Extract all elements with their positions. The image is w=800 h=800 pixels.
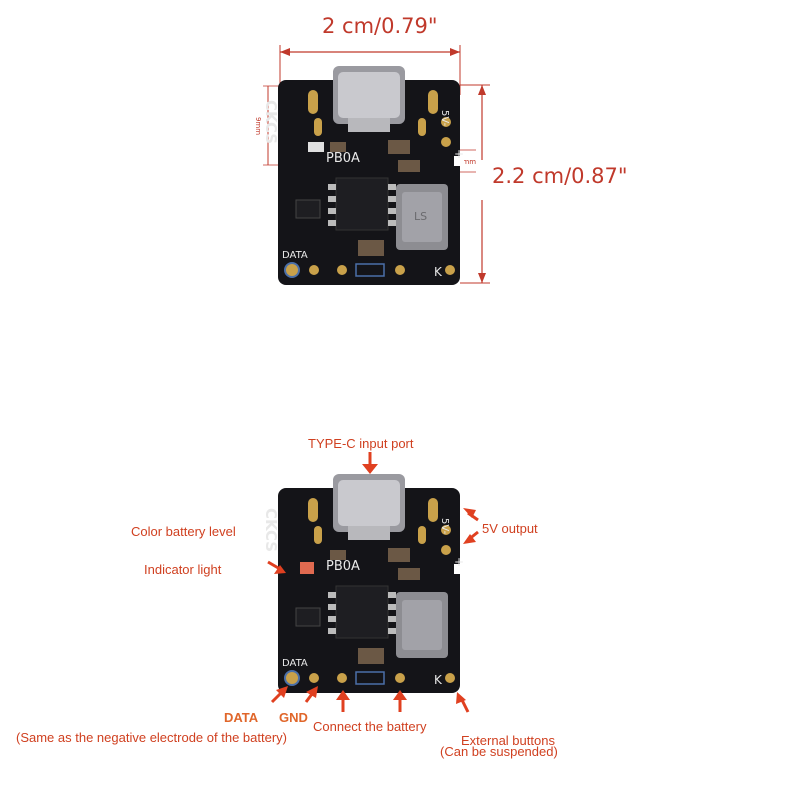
type-c-callout: TYPE-C input port (308, 436, 414, 451)
brand-silk-2: CKCS (262, 508, 280, 552)
callout-arrows (267, 452, 479, 713)
inductor-silk: LS (414, 210, 427, 223)
v5-silk: 5V- (439, 110, 450, 127)
k-silk-2: K (434, 673, 443, 687)
data-callout: DATA (224, 710, 259, 725)
data-silk-2: DATA (282, 658, 308, 669)
buttons-note-callout: (Can be suspended) (440, 744, 558, 759)
data-note-callout: (Same as the negative electrode of the b… (16, 730, 287, 745)
gnd-callout: GND (279, 710, 308, 725)
five-v-callout: 5V output (482, 521, 538, 536)
data-silk: DATA (282, 250, 308, 261)
battery-callout: Connect the battery (313, 719, 427, 734)
width-label: 2 cm/0.79" (322, 14, 438, 38)
v5-silk-2: 5V- (439, 518, 450, 535)
buttons-callout: External buttons (461, 733, 555, 748)
battery-level-callout: Color battery level (131, 524, 236, 539)
plus-silk: + (454, 147, 464, 161)
indicator-callout: Indicator light (144, 562, 222, 577)
chip-silk: PB0A (326, 151, 360, 166)
chip-silk-2: PB0A (326, 559, 360, 574)
two-mm-label: 2mm (458, 158, 477, 166)
plus-silk-2: + (454, 555, 464, 569)
height-label: 2.2 cm/0.87" (492, 164, 628, 188)
k-silk: K (434, 265, 443, 279)
brand-silk: CKCS (262, 100, 280, 144)
